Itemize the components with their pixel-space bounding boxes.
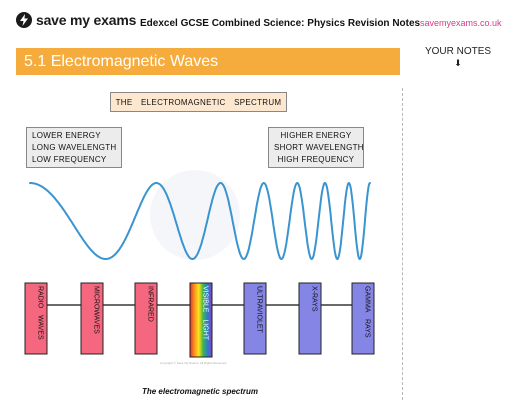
spectrum-band: RADIO WAVES xyxy=(24,282,48,355)
logo-text: save my exams xyxy=(36,12,137,28)
site-link[interactable]: savemyexams.co.uk xyxy=(420,18,502,28)
band-label: ULTRAVIOLET xyxy=(256,286,263,334)
section-title: 5.1 Electromagnetic Waves xyxy=(16,48,400,75)
band-box xyxy=(351,282,375,355)
lightning-bolt-icon xyxy=(16,12,32,28)
lower-energy-line: LONG WAVELENGTH xyxy=(32,143,117,152)
higher-energy-box: HIGHER ENERGY SHORT WAVELENGTH HIGH FREQ… xyxy=(268,127,364,168)
lower-energy-line: LOW FREQUENCY xyxy=(32,155,107,164)
wave-line xyxy=(29,181,371,261)
higher-energy-line: HIGHER ENERGY xyxy=(280,131,352,140)
notes-divider xyxy=(402,88,403,400)
figure-caption: The electromagnetic spectrum xyxy=(141,387,259,396)
your-notes-label: YOUR NOTES xyxy=(424,46,492,57)
page-header: save my exams Edexcel GCSE Combined Scie… xyxy=(0,0,512,48)
band-label: INFRARED xyxy=(147,286,154,322)
band-box xyxy=(298,282,322,355)
spectrum-band: MICROWAVES xyxy=(80,282,104,355)
lower-energy-line: LOWER ENERGY xyxy=(32,131,101,140)
band-box xyxy=(134,282,158,355)
higher-energy-line: HIGH FREQUENCY xyxy=(277,155,355,164)
band-box xyxy=(80,282,104,355)
spectrum-band: VISIBLE LIGHT xyxy=(189,282,213,358)
spectrum-title: THE ELECTROMAGNETIC SPECTRUM xyxy=(110,92,287,112)
watermark-logo xyxy=(150,170,240,260)
band-label: GAMMA RAYS xyxy=(364,286,371,338)
logo[interactable]: save my exams xyxy=(16,12,136,28)
band-label: VISIBLE LIGHT xyxy=(202,286,209,341)
copyright-note: Copyright © Save My Exams. All Rights Re… xyxy=(160,361,227,365)
spectrum-band: GAMMA RAYS xyxy=(351,282,375,355)
header-title: Edexcel GCSE Combined Science: Physics R… xyxy=(140,18,421,29)
spectrum-band: ULTRAVIOLET xyxy=(243,282,267,355)
band-label: X-RAYS xyxy=(311,286,318,312)
band-box xyxy=(24,282,48,355)
band-box xyxy=(243,282,267,355)
spectrum-band: X-RAYS xyxy=(298,282,322,355)
band-label: MICROWAVES xyxy=(93,286,100,334)
band-box xyxy=(189,282,213,358)
your-notes-heading: YOUR NOTES ⬇ xyxy=(412,46,504,69)
spectrum-band: INFRARED xyxy=(134,282,158,355)
lower-energy-box: LOWER ENERGY LONG WAVELENGTH LOW FREQUEN… xyxy=(26,127,122,168)
band-label: RADIO WAVES xyxy=(37,286,44,340)
down-arrow-icon: ⬇ xyxy=(454,58,462,68)
higher-energy-line: SHORT WAVELENGTH xyxy=(274,143,364,152)
